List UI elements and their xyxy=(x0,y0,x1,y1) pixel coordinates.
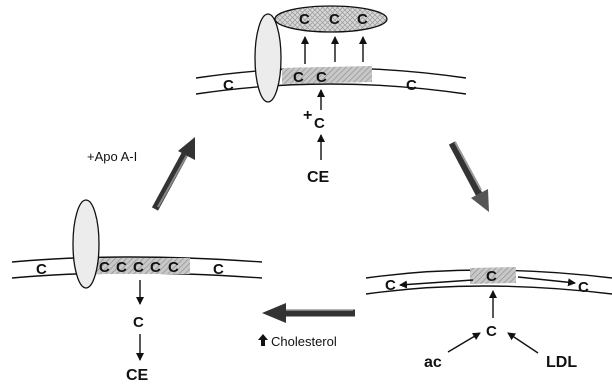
left-apo-oval xyxy=(73,200,99,288)
right-c-3: C xyxy=(578,279,589,296)
left-c-1: C xyxy=(36,261,47,278)
left-c-3: C xyxy=(116,259,127,276)
chain-ce: CE xyxy=(307,169,330,186)
left-c-4: C xyxy=(133,259,144,276)
particle-c-3: C xyxy=(357,11,368,28)
plus-sign: + xyxy=(303,107,312,124)
ac-label: ac xyxy=(424,354,442,371)
right-chain-c: C xyxy=(486,323,497,340)
membrane-inner-line xyxy=(196,84,466,94)
right-arrow-left xyxy=(400,280,473,285)
left-chain-ce: CE xyxy=(126,367,149,384)
transition-arrow-top-to-right xyxy=(452,142,489,212)
left-c-7: C xyxy=(213,261,224,278)
left-c-5: C xyxy=(150,259,161,276)
left-panel: C C C C C C C C CE xyxy=(12,200,262,384)
cholesterol-label: Cholesterol xyxy=(271,334,337,349)
top-panel: C C C C C C C + C CE xyxy=(196,6,466,186)
ldl-label: LDL xyxy=(546,354,577,371)
up-arrow-icon xyxy=(258,334,268,346)
right-membrane-inner xyxy=(366,286,612,294)
chain-c: C xyxy=(314,115,325,132)
particle-c-1: C xyxy=(299,11,310,28)
right-c-2: C xyxy=(486,268,497,285)
transition-arrow-right-to-left xyxy=(262,303,355,323)
left-chain-c: C xyxy=(133,314,144,331)
right-c-1: C xyxy=(385,277,396,294)
left-c-6: C xyxy=(168,259,179,276)
particle-c-2: C xyxy=(329,11,340,28)
membrane-c-4: C xyxy=(406,77,417,94)
membrane-c-2: C xyxy=(293,69,304,86)
ldl-arrow xyxy=(508,333,538,353)
membrane-c-1: C xyxy=(223,77,234,94)
apo-label: +Apo A-I xyxy=(87,149,137,164)
membrane-c-3: C xyxy=(316,69,327,86)
right-arrow-right xyxy=(518,277,575,283)
apo-oval xyxy=(255,14,281,102)
transition-arrow-left-to-top xyxy=(155,137,195,209)
ac-arrow xyxy=(448,333,480,352)
right-panel: C C C C ac LDL xyxy=(366,267,612,371)
left-c-2: C xyxy=(99,259,110,276)
